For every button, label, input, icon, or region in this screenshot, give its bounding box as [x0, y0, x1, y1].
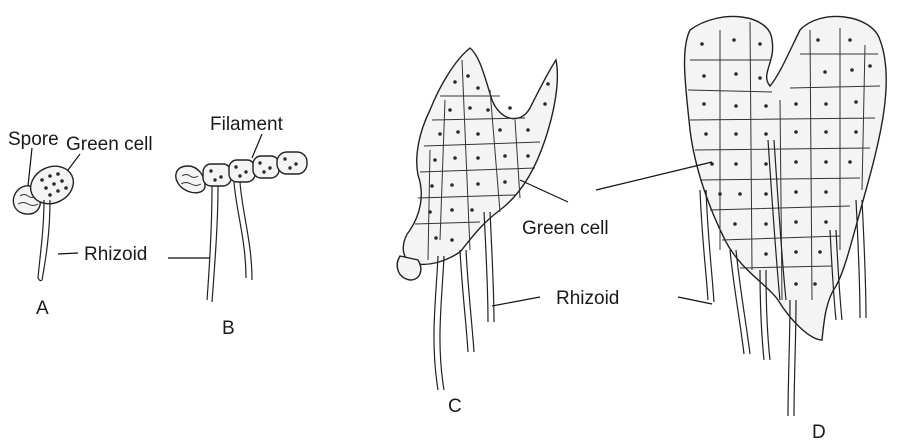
label-green-cell-cd: Green cell	[522, 218, 609, 239]
filament-cell-2	[229, 160, 255, 182]
label-filament: Filament	[210, 114, 284, 135]
filament-cell-3	[253, 156, 279, 178]
leader-lines	[28, 134, 712, 306]
stage-b-rhizoid-left	[207, 186, 218, 302]
filament-cell-4	[277, 152, 307, 174]
leader-green-cell-d	[596, 162, 712, 190]
leader-rhizoid-a	[58, 253, 78, 254]
leader-green-cell-c	[520, 180, 568, 202]
leader-green-cell-a	[68, 154, 80, 170]
stage-c-rhizoid-2	[460, 250, 474, 352]
label-rhizoid-ab: Rhizoid	[84, 244, 147, 265]
stage-b-rhizoid-right	[234, 182, 252, 280]
label-rhizoid-cd: Rhizoid	[556, 288, 619, 309]
label-green-cell-a: Green cell	[66, 134, 153, 155]
leader-filament	[252, 134, 262, 158]
leader-rhizoid-d	[678, 297, 712, 304]
stage-c-spore-remnant	[397, 256, 421, 280]
filament-cell-1	[203, 164, 231, 186]
label-stage-a: A	[36, 298, 49, 319]
leader-spore	[28, 148, 32, 186]
stage-a-rhizoid	[38, 200, 50, 281]
leader-rhizoid-c	[492, 297, 540, 306]
stage-b-filament	[176, 152, 307, 302]
stage-b-spore-coat	[176, 166, 205, 193]
label-stage-d: D	[812, 422, 826, 443]
label-stage-b: B	[222, 318, 235, 339]
stage-d-mature-prothallus	[685, 17, 887, 416]
stage-c-rhizoid-1	[434, 256, 444, 390]
label-stage-c: C	[448, 396, 462, 417]
label-spore: Spore	[8, 129, 59, 150]
stage-a-germinating-spore	[13, 159, 79, 280]
